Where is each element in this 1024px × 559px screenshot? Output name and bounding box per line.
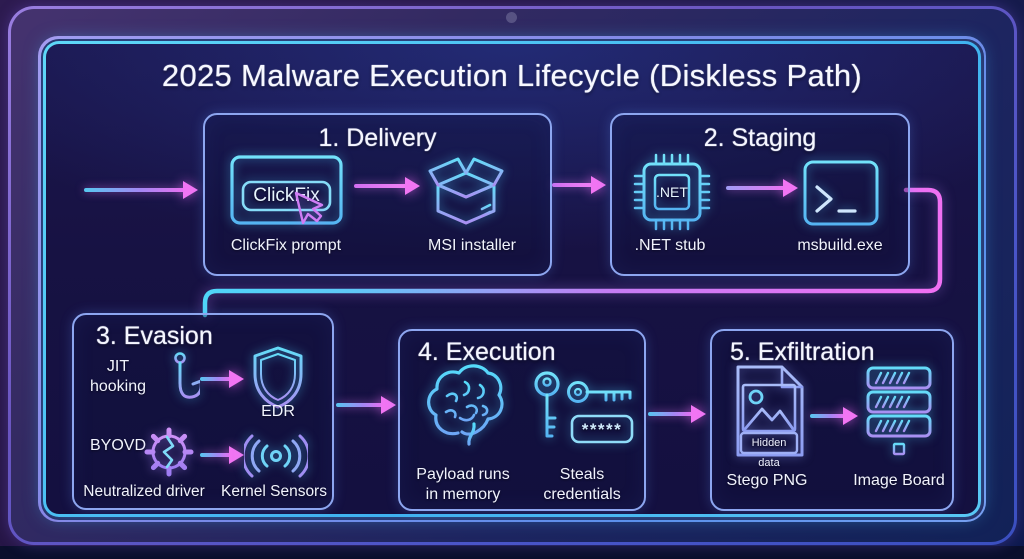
- bottom-bar: [0, 546, 1024, 559]
- caption-clickfix-prompt: ClickFix prompt: [230, 237, 342, 254]
- camera-dot: [506, 12, 517, 23]
- gear-broken-icon: [142, 424, 196, 480]
- stage-box-delivery: 1. Delivery ClickFix ClickFix prompt: [203, 113, 552, 276]
- brain-icon: [420, 360, 506, 452]
- page-title: 2025 Malware Execution Lifecycle (Diskle…: [161, 58, 863, 93]
- stego-png-icon: [729, 363, 809, 459]
- arrow-shaft: [336, 403, 385, 407]
- arrow-head: [691, 405, 706, 423]
- arrow-shaft: [552, 183, 595, 187]
- browser-clickfix-icon: [230, 155, 343, 225]
- connector-staging-to-evasion: [202, 187, 943, 318]
- arrow-net-to-msbuild: [726, 179, 798, 197]
- label-byovd: BYOVD: [89, 437, 146, 454]
- stage-box-execution: 4. Execution ***** Payload runs in memor…: [398, 329, 646, 511]
- terminal-icon: [803, 160, 879, 226]
- arrow-hook-to-edr: [200, 370, 244, 388]
- stage-title-exfiltration: 5. Exfiltration: [730, 338, 875, 366]
- cursor-icon: [293, 191, 327, 229]
- arrow-head: [405, 177, 420, 195]
- caption-net-stub: .NET stub: [634, 237, 706, 254]
- net-chip-label: .NET: [656, 184, 688, 200]
- label-jit-hooking: JIT hooking: [89, 358, 147, 395]
- stage-title-evasion: 3. Evasion: [96, 322, 213, 350]
- caption-image-board: Image Board: [853, 472, 945, 489]
- main-panel-border-violet: [38, 36, 986, 522]
- stage-title-execution: 4. Execution: [418, 338, 556, 366]
- label-edr: EDR: [261, 403, 295, 420]
- caption-msbuild: msbuild.exe: [797, 237, 883, 254]
- password-mask-label: *****: [581, 420, 623, 439]
- main-panel-border-cyan: [43, 41, 981, 517]
- arrow-head: [843, 407, 858, 425]
- arrow-shaft: [84, 188, 187, 192]
- arrow-shaft: [726, 186, 787, 190]
- arrow-head: [229, 446, 244, 464]
- arrow-evasion-to-execution: [336, 396, 396, 414]
- caption-msi-installer: MSI installer: [427, 237, 517, 254]
- arrow-clickfix-to-msi: [354, 177, 420, 195]
- msi-box-icon: [427, 152, 505, 232]
- arrow-head: [183, 181, 198, 199]
- clickfix-button-label: ClickFix: [253, 185, 320, 206]
- main-panel: [46, 44, 978, 514]
- server-icon: [864, 366, 934, 458]
- arrow-shaft: [200, 377, 233, 381]
- arrow-head: [591, 176, 606, 194]
- stage-title-staging: 2. Staging: [703, 124, 817, 152]
- arrow-stego-to-server: [810, 407, 858, 425]
- hidden-data-banner-label: Hidden data: [751, 437, 787, 469]
- arrow-head: [229, 370, 244, 388]
- arrow-shaft: [354, 184, 409, 188]
- stage-box-staging: 2. Staging .NET .NET stub msbuild.exe: [610, 113, 910, 276]
- arrow-shaft: [648, 412, 695, 416]
- caption-kernel-sensors: Kernel Sensors: [221, 483, 327, 500]
- arrow-shaft: [810, 414, 847, 418]
- arrow-execution-to-exfiltration: [648, 405, 706, 423]
- caption-stego-png: Stego PNG: [726, 472, 808, 489]
- stage-box-exfiltration: 5. Exfiltration Hidden data: [710, 329, 954, 511]
- hook-icon: [152, 350, 200, 408]
- net-chip-icon: [630, 150, 714, 234]
- sparkle-logo-icon: [849, 478, 913, 542]
- stage-box-evasion: 3. Evasion JIT hooking EDR BYOVD: [72, 313, 334, 510]
- arrow-shaft: [200, 453, 233, 457]
- caption-payload-memory: Payload runs in memory: [416, 466, 510, 503]
- shield-icon: [250, 345, 306, 411]
- arrow-head: [783, 179, 798, 197]
- keys-icon: [530, 368, 634, 450]
- arrow-head: [381, 396, 396, 414]
- arrow-gear-to-sensors: [200, 446, 244, 464]
- main-panel-border-gap: [40, 38, 984, 520]
- kernel-sensor-icon: [244, 433, 308, 479]
- arrow-into-delivery: [84, 181, 198, 199]
- caption-steals-credentials: Steals credentials: [543, 466, 621, 503]
- stage-title-delivery: 1. Delivery: [318, 124, 437, 152]
- arrow-delivery-to-staging: [552, 176, 606, 194]
- caption-neutralized-driver: Neutralized driver: [83, 483, 205, 500]
